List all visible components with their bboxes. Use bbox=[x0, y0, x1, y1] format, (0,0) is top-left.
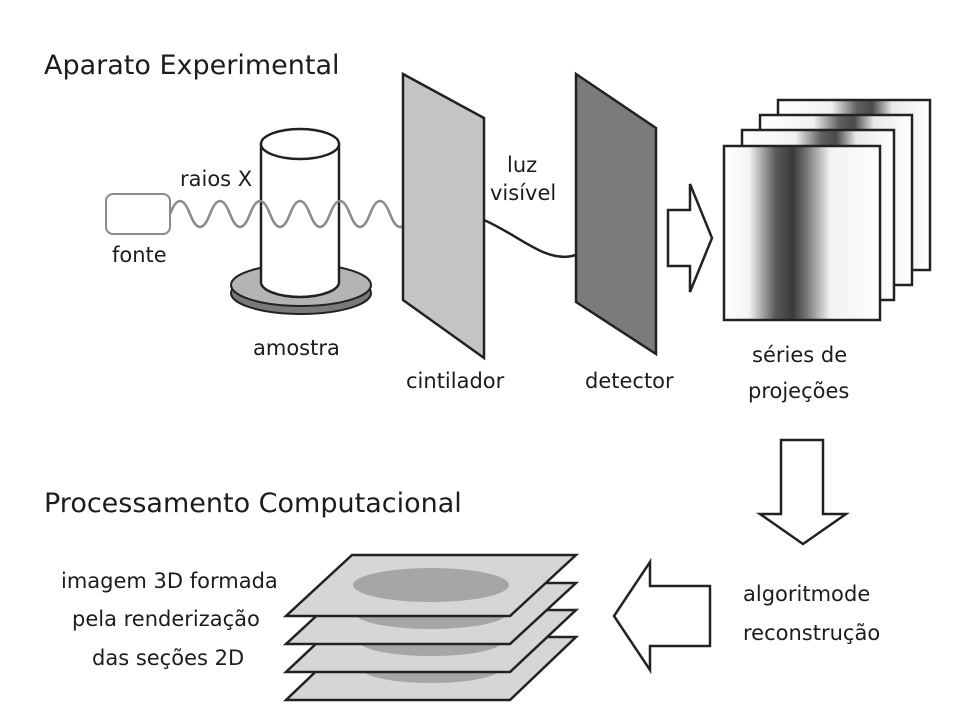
detector-label: detector bbox=[585, 369, 674, 393]
arrow-to-algorithm bbox=[756, 438, 850, 546]
visible-light-label-1: luz bbox=[507, 153, 537, 177]
source-label: fonte bbox=[112, 243, 167, 267]
section-title-experimental: Aparato Experimental bbox=[44, 50, 340, 81]
section-title-computational: Processamento Computacional bbox=[44, 488, 462, 519]
sample-cylinder bbox=[259, 127, 341, 299]
image3d-label-1: imagem 3D formada bbox=[61, 569, 278, 593]
slice-stack bbox=[282, 553, 580, 702]
xray-source-box bbox=[105, 193, 171, 235]
projections-label-2: projeções bbox=[748, 379, 849, 403]
image3d-label-2: pela renderização bbox=[72, 607, 260, 631]
projection-series bbox=[722, 98, 932, 322]
arrow-to-projections bbox=[666, 183, 714, 293]
arrow-to-slices bbox=[612, 557, 712, 675]
visible-light-label-2: visível bbox=[490, 181, 556, 205]
xray-wave bbox=[168, 199, 432, 229]
scintillator-label: cintilador bbox=[406, 369, 505, 393]
xray-label: raios X bbox=[180, 167, 252, 191]
detector-plate bbox=[574, 71, 658, 357]
algorithm-label-1: algoritmo bbox=[743, 582, 844, 606]
scintillator-plate bbox=[401, 71, 486, 361]
sample-label: amostra bbox=[253, 336, 340, 360]
algorithm-label-de: de bbox=[844, 582, 870, 606]
projections-label-1: séries de bbox=[752, 343, 847, 367]
algorithm-label-2: reconstrução bbox=[743, 621, 880, 645]
image3d-label-3: das seções 2D bbox=[92, 646, 244, 670]
